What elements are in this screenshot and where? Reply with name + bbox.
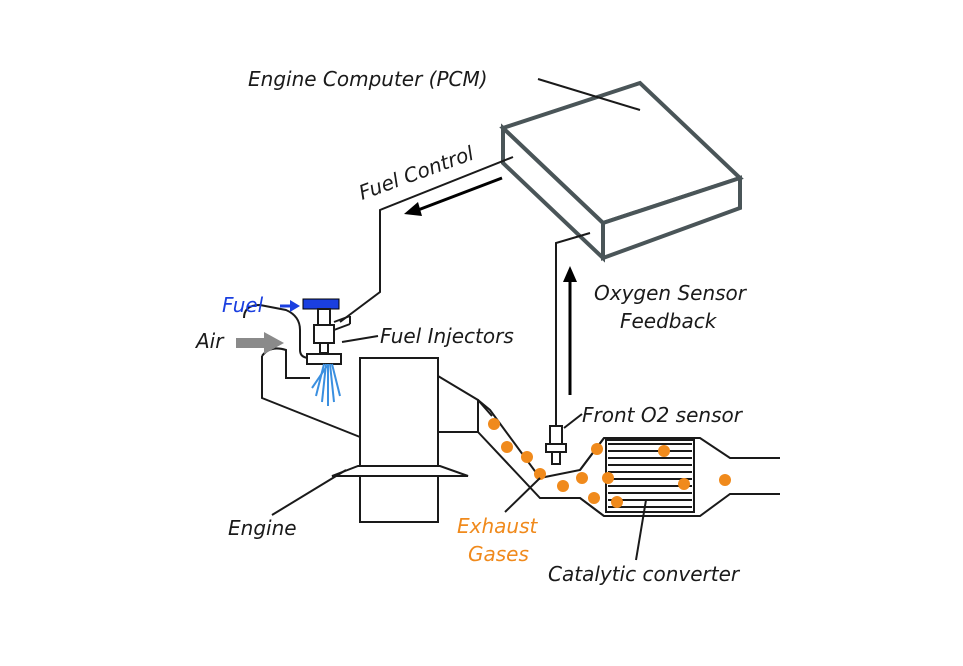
- fuel-arrow: [280, 300, 300, 312]
- air-arrow-icon: [236, 332, 284, 354]
- label-exhaust-line2: Gases: [468, 542, 529, 566]
- label-fuel: Fuel: [222, 293, 264, 317]
- label-exhaust-line1: Exhaust: [457, 514, 539, 538]
- label-fuel-injectors: Fuel Injectors: [380, 324, 514, 348]
- fuel-control-arrow: [404, 176, 503, 216]
- label-oxygen-sensor-line2: Feedback: [620, 309, 718, 333]
- o2-leader-line: [563, 413, 583, 429]
- label-air: Air: [194, 329, 225, 353]
- exhaust-manifold: [437, 375, 605, 517]
- o2-sensor-icon: [545, 425, 567, 465]
- exhaust-leader-line: [504, 477, 541, 513]
- fuel-control-wire: [339, 156, 514, 323]
- o2-feedback-arrow: [563, 266, 577, 395]
- catalytic-leader-line: [635, 499, 647, 561]
- exhaust-gas-dots: [488, 418, 731, 508]
- engine-leader-line: [271, 469, 347, 516]
- intake-manifold: [243, 303, 361, 438]
- engine-block: [331, 357, 469, 523]
- label-catalytic: Catalytic converter: [548, 562, 741, 586]
- injector-leader-line: [341, 335, 379, 343]
- pcm-leader-line: [537, 78, 641, 111]
- label-engine: Engine: [228, 516, 297, 540]
- label-front-o2: Front O2 sensor: [582, 403, 744, 427]
- label-oxygen-sensor-line1: Oxygen Sensor: [594, 281, 748, 305]
- label-engine-computer: Engine Computer (PCM): [248, 67, 488, 91]
- o2-feedback-wire: [555, 232, 591, 428]
- pcm-box: [499, 80, 744, 263]
- fuel-spray-icon: [311, 363, 341, 406]
- fuel-injector-icon: [302, 298, 351, 365]
